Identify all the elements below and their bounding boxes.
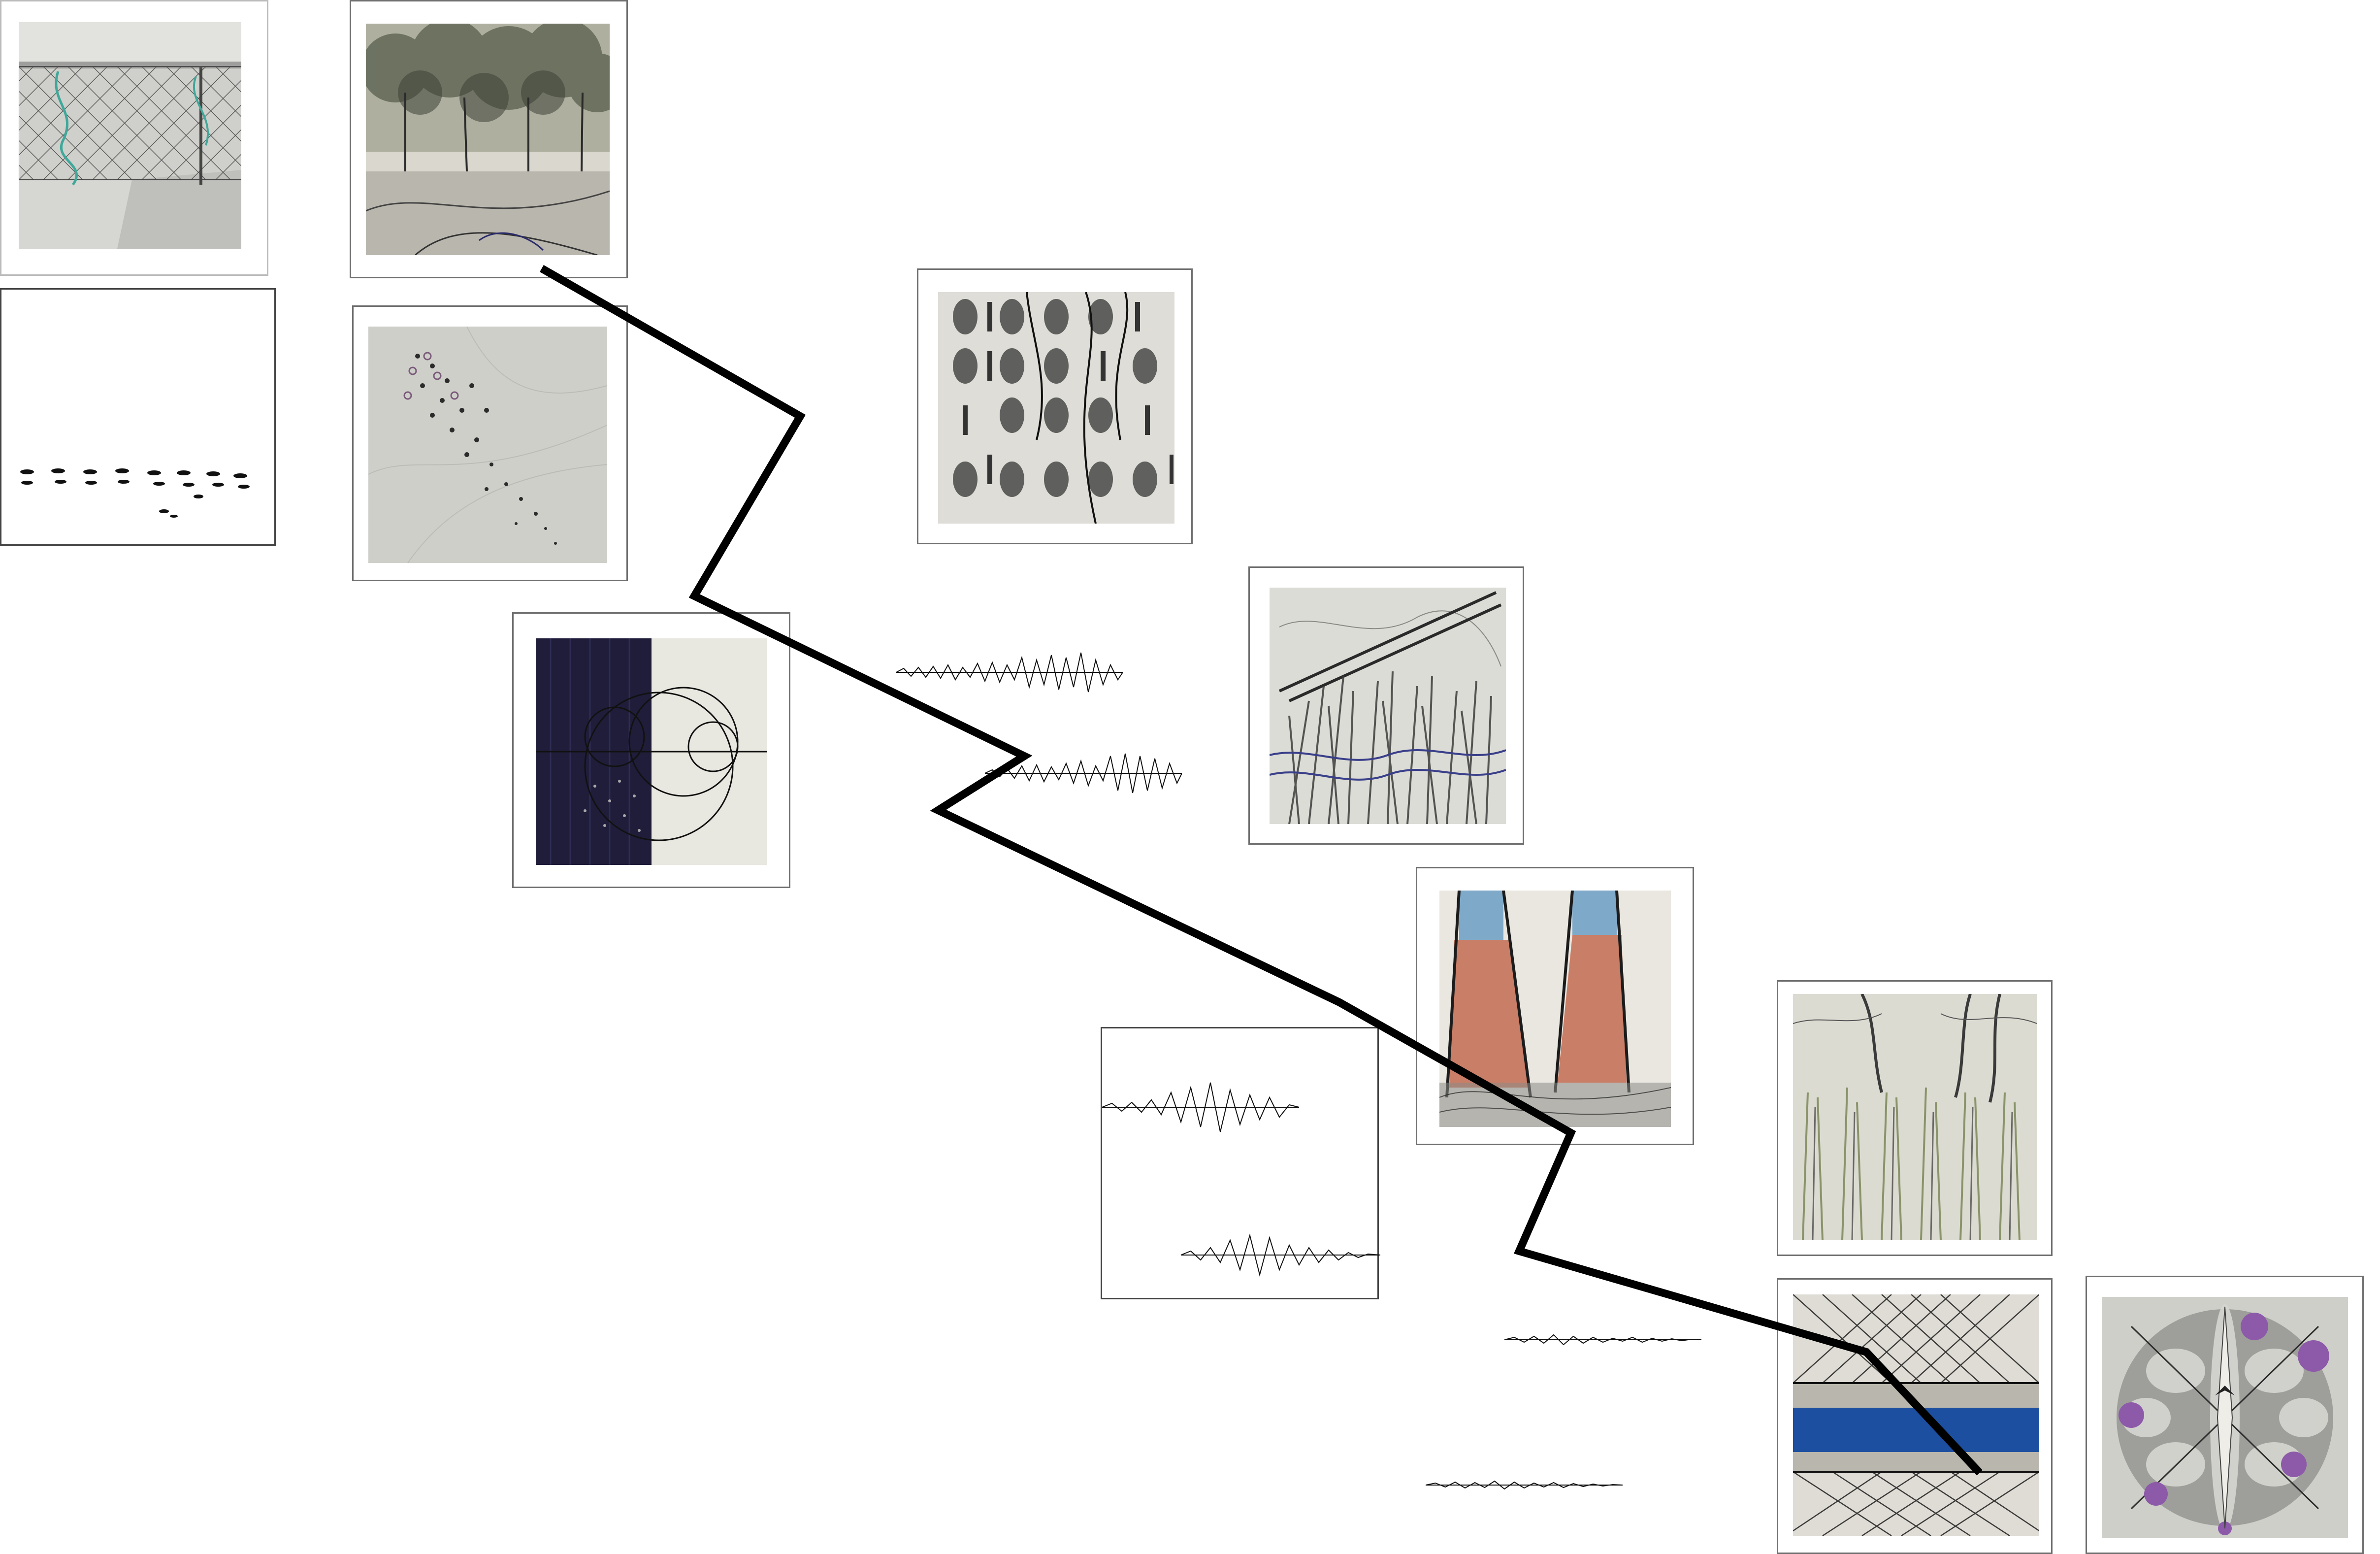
waveform-sketch-4 <box>1426 1475 1623 1495</box>
fingerprint-binary-image <box>938 292 1174 524</box>
waveform-sketch-3 <box>1504 1327 1701 1352</box>
artwork-frame-fingerprint-binary[interactable] <box>917 268 1193 544</box>
park-landscape-image <box>366 24 610 255</box>
symmetric-flower-image <box>2102 1297 2348 1538</box>
waveform-sketch-2 <box>985 736 1182 810</box>
blue-river-image <box>1793 1294 2039 1536</box>
tree-meadow-image <box>1793 994 2037 1240</box>
grass-lines-image <box>1270 588 1506 824</box>
navy-circles-image <box>536 638 767 865</box>
footprints-image <box>16 462 262 526</box>
artwork-frame-dot-constellation[interactable] <box>352 305 628 581</box>
artwork-frame-waveform[interactable] <box>1101 1027 1380 1299</box>
dot-constellation-image <box>368 327 607 563</box>
artwork-frame-navy-circles[interactable] <box>512 612 790 888</box>
artwork-frame-blue-river[interactable] <box>1777 1278 2053 1554</box>
red-legs-image <box>1439 891 1671 1127</box>
artwork-frame-chainlink-fence[interactable] <box>0 0 268 276</box>
artwork-frame-grass-lines[interactable] <box>1248 566 1524 845</box>
artwork-frame-symmetric-flower[interactable] <box>2086 1276 2364 1554</box>
waveform-image <box>1102 1058 1380 1285</box>
artwork-frame-footprints[interactable] <box>0 288 276 546</box>
artwork-frame-red-legs[interactable] <box>1416 867 1694 1145</box>
chainlink-fence-image <box>19 22 241 249</box>
artwork-frame-tree-meadow[interactable] <box>1777 980 2053 1256</box>
waveform-sketch-1 <box>896 638 1123 702</box>
artwork-frame-park-landscape[interactable] <box>350 0 628 278</box>
